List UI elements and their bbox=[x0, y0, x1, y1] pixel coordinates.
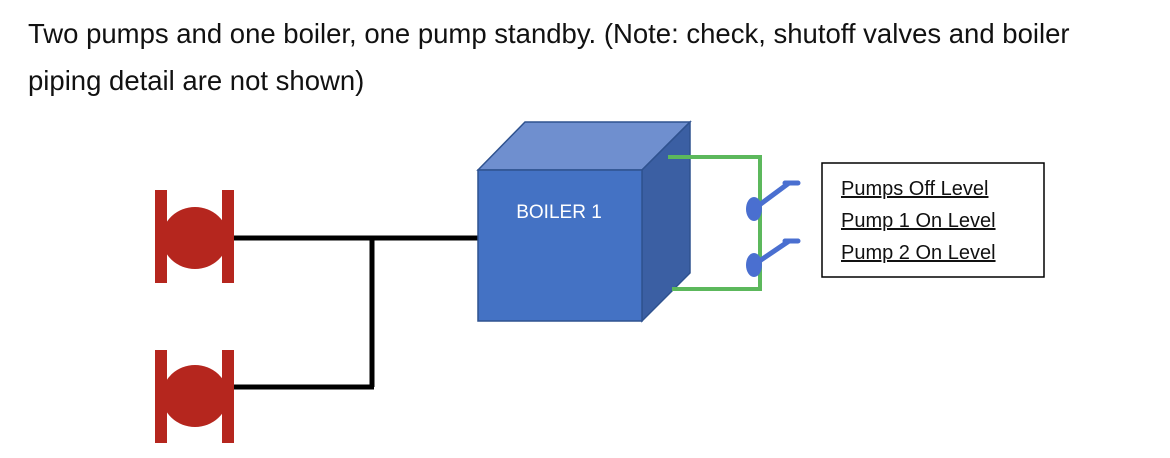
level-sensor-piping bbox=[668, 155, 762, 291]
boiler-label: BOILER 1 bbox=[516, 202, 602, 223]
legend-pump-1-on-level: Pump 1 On Level bbox=[841, 210, 996, 232]
legend-pump-2-on-level: Pump 2 On Level bbox=[841, 242, 996, 264]
pump-2-icon bbox=[155, 350, 234, 443]
legend-pumps-off-level: Pumps Off Level bbox=[841, 178, 989, 200]
diagram-caption: Two pumps and one boiler, one pump stand… bbox=[28, 18, 1070, 96]
boiler-1 bbox=[476, 120, 692, 323]
float-switch-lower-icon bbox=[746, 238, 801, 277]
supply-piping bbox=[232, 235, 478, 390]
pump-1-icon bbox=[155, 190, 234, 283]
boiler-front-face bbox=[477, 169, 643, 322]
legend-box bbox=[821, 162, 1045, 278]
float-switch-upper-icon bbox=[746, 180, 801, 221]
